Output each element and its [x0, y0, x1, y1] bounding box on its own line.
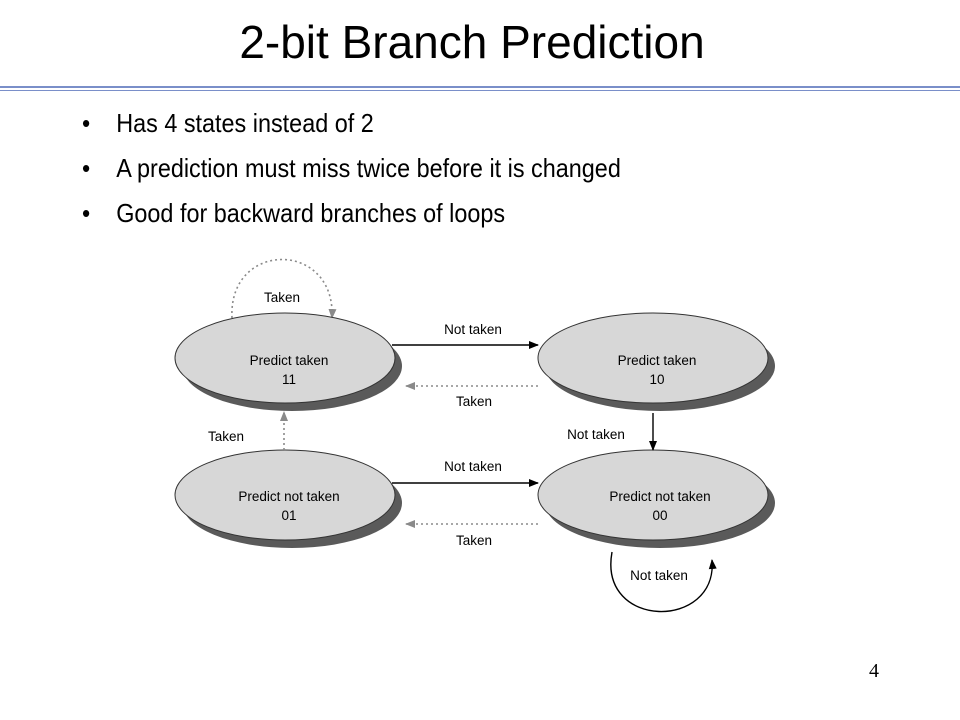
transition-s00-self-arrow: [610, 551, 717, 613]
page-number: 4: [869, 660, 879, 682]
bullet-item: • A prediction must miss twice before it …: [82, 149, 621, 194]
state-00-code: 00: [652, 508, 667, 523]
bullet-dot-icon: •: [82, 153, 91, 183]
state-11-code: 11: [282, 372, 296, 387]
state-00-label: Predict not taken: [609, 489, 710, 504]
state-00: Predict not taken 00: [537, 449, 775, 548]
state-11: Predict taken 11: [174, 312, 402, 411]
title-rule: [0, 86, 960, 88]
transition-s01-to-s11-label: Taken: [208, 429, 244, 444]
transition-s10-to-s00-label: Not taken: [567, 427, 625, 442]
state-01-label: Predict not taken: [238, 489, 339, 504]
state-10-label: Predict taken: [618, 353, 697, 368]
transition-s11-self-label: Taken: [264, 290, 300, 305]
bullet-item: • Has 4 states instead of 2: [82, 104, 621, 149]
bullet-item: • Good for backward branches of loops: [82, 194, 621, 239]
bullet-dot-icon: •: [82, 108, 91, 138]
bullet-text: Good for backward branches of loops: [116, 198, 506, 228]
bullet-text: Has 4 states instead of 2: [116, 108, 374, 138]
state-11-label: Predict taken: [250, 353, 329, 368]
state-10: Predict taken 10: [537, 312, 775, 411]
state-01: Predict not taken 01: [174, 449, 402, 548]
bullet-dot-icon: •: [82, 198, 91, 228]
slide-title: 2-bit Branch Prediction: [239, 16, 705, 68]
state-10-code: 10: [649, 372, 664, 387]
bullet-text: A prediction must miss twice before it i…: [116, 153, 621, 183]
state-01-code: 01: [281, 508, 296, 523]
transition-s10-to-s11-label: Taken: [456, 394, 492, 409]
transition-s01-to-s00-label: Not taken: [444, 459, 502, 474]
transition-s00-self-label: Not taken: [630, 568, 688, 583]
transition-s11-self-arrow: [231, 258, 337, 319]
title-rule-thin: [0, 90, 960, 91]
transition-s00-to-s01-label: Taken: [456, 533, 492, 548]
bullet-list: • Has 4 states instead of 2 • A prediction…: [82, 104, 621, 239]
transition-s11-to-s10-label: Not taken: [444, 322, 502, 337]
